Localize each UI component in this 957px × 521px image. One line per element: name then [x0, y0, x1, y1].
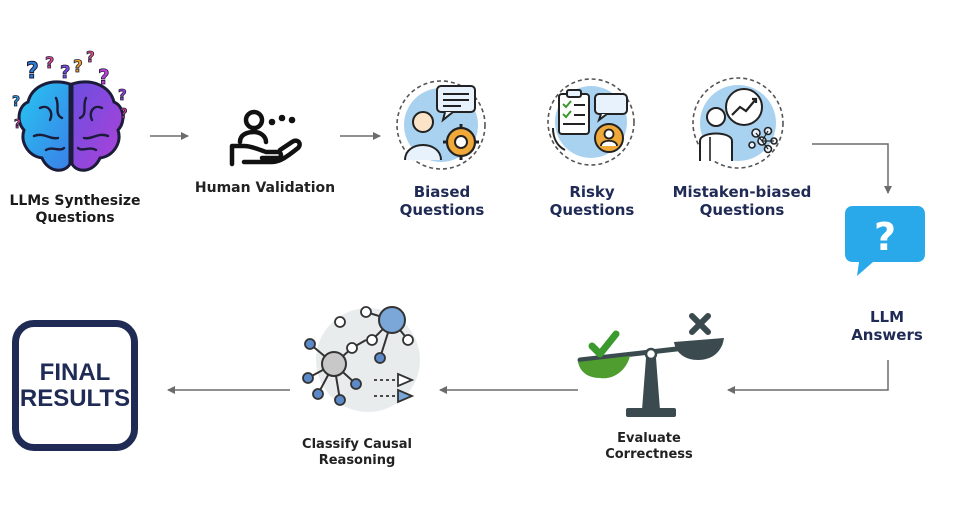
step-label-evaluate: Evaluate Correctness [605, 431, 693, 462]
final-results-label: FINAL RESULTS [19, 358, 131, 412]
step-label-synthesize: LLMs Synthesize Questions [9, 193, 141, 226]
svg-text:?: ? [14, 117, 21, 131]
svg-text:?: ? [118, 86, 127, 104]
scale-check-cross-icon [577, 313, 724, 417]
svg-text:?: ? [86, 48, 95, 66]
final-results-box: FINAL RESULTS [12, 320, 138, 451]
svg-text:?: ? [120, 107, 128, 122]
arrow-answers-to-evaluate [727, 360, 889, 394]
svg-text:?: ? [874, 215, 896, 259]
clipboard-chat-icon [547, 78, 635, 166]
step-label-risky: Risky Questions [549, 183, 635, 219]
step-label-answers: LLM Answers [851, 308, 923, 344]
step-label-biased: Biased Questions [399, 183, 485, 219]
step-label-mistaken: Mistaken-biased Questions [672, 183, 812, 219]
causal-graph-icon [302, 306, 420, 412]
svg-text:?: ? [26, 59, 39, 84]
svg-text:?: ? [73, 57, 83, 77]
svg-text:?: ? [45, 53, 54, 72]
person-gear-chat-icon [396, 80, 486, 170]
svg-text:?: ? [12, 94, 20, 110]
doctor-chart-icon [692, 77, 784, 169]
step-label-validation: Human Validation [194, 180, 336, 196]
brain-question-icon: ? ? ? ? ? ? ? ? ? ? [12, 48, 128, 172]
hand-people-icon [229, 109, 302, 167]
svg-text:?: ? [60, 62, 70, 83]
arrow-mistaken-to-answers [812, 143, 892, 194]
question-bubble-icon: ? [845, 206, 925, 276]
svg-text:?: ? [98, 65, 110, 89]
step-label-classify: Classify Causal Reasoning [302, 437, 412, 468]
